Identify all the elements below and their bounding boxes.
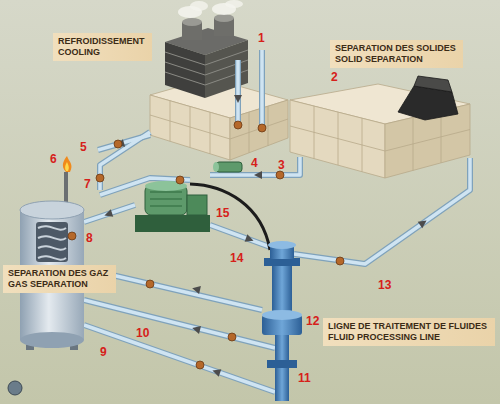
valve <box>276 171 284 179</box>
valve <box>196 361 204 369</box>
tank-face <box>290 100 385 178</box>
flow-arrow <box>191 284 201 294</box>
vessel-top <box>20 201 84 219</box>
label-text: GAS SEPARATION <box>8 279 88 290</box>
flame <box>65 162 69 171</box>
callout-number: 10 <box>136 326 149 340</box>
callout-number: 7 <box>84 177 91 191</box>
label-box: LIGNE DE TRAITEMENT DE FLUIDESFLUID PROC… <box>323 318 495 346</box>
label-text: SEPARATION DES SOLIDES <box>335 43 456 54</box>
small-pump <box>213 162 242 172</box>
fan-stack <box>182 18 202 26</box>
flame <box>63 156 72 172</box>
pump-head <box>187 195 207 215</box>
label-box: SEPARATION DES GAZGAS SEPARATION <box>3 265 116 293</box>
valve <box>336 257 344 265</box>
callout-number: 11 <box>298 371 311 385</box>
logo <box>8 381 22 395</box>
label-text: COOLING <box>58 47 100 58</box>
tower-face <box>165 42 205 98</box>
label-text: SEPARATION DES GAZ <box>8 268 108 279</box>
flare <box>63 156 72 206</box>
flow-arrow <box>234 95 242 103</box>
valve <box>228 333 236 341</box>
tank-grid <box>150 101 288 154</box>
wellhead <box>262 241 302 401</box>
steam <box>190 1 208 11</box>
flange <box>264 258 300 266</box>
callout-number: 6 <box>50 152 57 166</box>
steam <box>225 0 243 8</box>
shaker <box>414 76 452 92</box>
pump-body <box>213 162 219 172</box>
valves <box>68 121 344 369</box>
label-box: REFROIDISSEMENTCOOLING <box>53 33 152 61</box>
helix <box>38 226 66 259</box>
callout-number: 12 <box>306 314 319 328</box>
callout-number: 8 <box>86 231 93 245</box>
fan-stack <box>214 14 234 22</box>
label-text: LIGNE DE TRAITEMENT DE FLUIDES <box>328 321 487 332</box>
callout-number: 13 <box>378 278 391 292</box>
flow-arrow <box>191 324 201 334</box>
callout-number: 2 <box>331 70 338 84</box>
bop <box>262 310 302 320</box>
flow-arrow <box>418 217 429 228</box>
pump-skid <box>135 215 210 232</box>
callout-number: 5 <box>80 140 87 154</box>
callout-number: 1 <box>258 31 265 45</box>
mud-pump <box>135 181 210 232</box>
wellhead-cap <box>268 241 296 249</box>
callout-number: 14 <box>230 251 243 265</box>
callout-number: 4 <box>251 156 258 170</box>
valve <box>176 176 184 184</box>
callout-number: 3 <box>278 158 285 172</box>
pump-ribs <box>150 192 182 206</box>
label-text: FLUID PROCESSING LINE <box>328 332 440 343</box>
label-text: REFROIDISSEMENT <box>58 36 145 47</box>
valve <box>114 140 122 148</box>
valve <box>68 232 76 240</box>
label-text: SOLID SEPARATION <box>335 54 423 65</box>
label-box: SEPARATION DES SOLIDESSOLID SEPARATION <box>330 40 463 68</box>
flange <box>267 360 297 368</box>
flow-arrow <box>254 171 262 179</box>
valve <box>96 174 104 182</box>
hose <box>190 184 270 250</box>
callout-number: 9 <box>100 345 107 359</box>
flow-arrow <box>245 234 255 244</box>
solids-tank <box>290 76 470 178</box>
flow-arrow <box>211 367 221 377</box>
valve <box>258 124 266 132</box>
callout-number: 15 <box>216 206 229 220</box>
valve <box>146 280 154 288</box>
tower-face <box>205 40 248 98</box>
valve <box>234 121 242 129</box>
vessel-bottom <box>20 332 84 348</box>
flow-arrow <box>103 209 113 219</box>
wellhead-body <box>272 262 292 317</box>
flare-stack <box>64 172 68 206</box>
vessel-window <box>36 222 68 262</box>
pump-body <box>216 162 242 172</box>
